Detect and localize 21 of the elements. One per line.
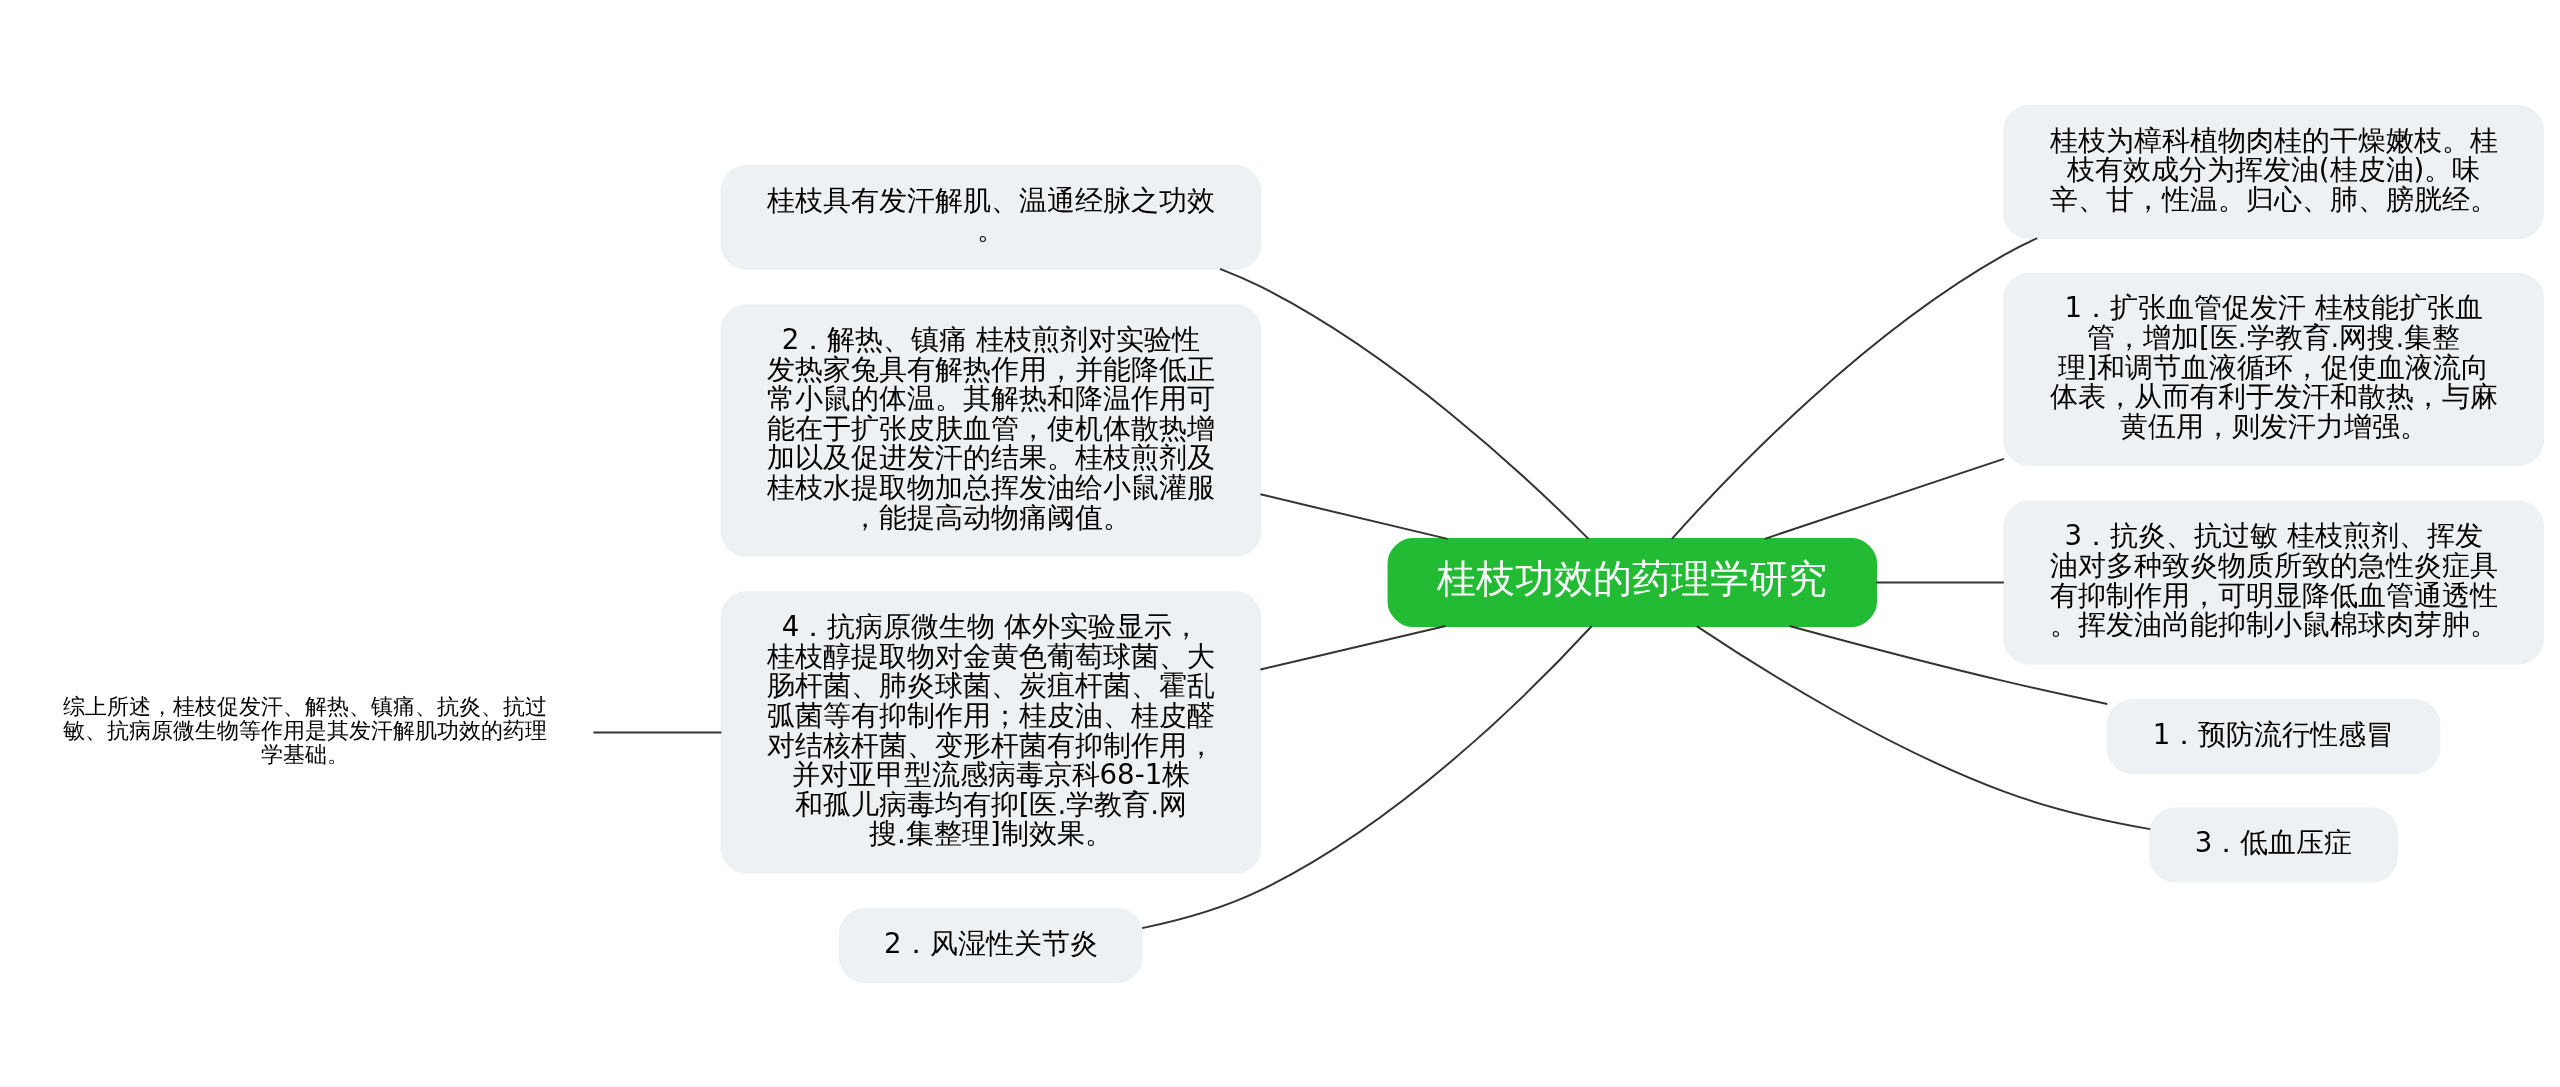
connector (1141, 624, 1593, 929)
connector (592, 730, 723, 733)
connector (1788, 624, 2109, 705)
node-box: 桂枝为樟科植物肉桂的干燥嫩枝。桂枝有效成分为挥发油(桂皮油)。味辛、甘，性温。归心、肺、膀胱经。 (2003, 104, 2544, 239)
node-box: 3．抗炎、抗过敏 桂枝煎剂、挥发油对多种致炎物质所致的急性炎症具有抑制作用，可明显降低血管通透性。挥发油尚能抑制小鼠棉球肉芽肿。 (2003, 500, 2544, 664)
connector (1695, 624, 2152, 830)
node-box: 桂枝功效的药理学研究 (1387, 537, 1877, 627)
connector (1763, 457, 2005, 540)
node-box: 1．预防流行性感冒 (2106, 698, 2441, 774)
node-box: 3．低血压症 (2149, 806, 2398, 882)
node-box: 1．扩张血管促发汗 桂枝能扩张血管，增加[医.学教育.网搜.集整理]和调节血液循环，促使血液流向体表，从而有利于发汗和散热，与麻黄伍用，则发汗力增强。 (2003, 272, 2544, 466)
node-text: 综上所述，桂枝促发汗、解热、镇痛、抗炎、抗过敏、抗病原微生物等作用是其发汗解肌功效的药理学基础。 (63, 693, 548, 767)
connector (1875, 581, 2005, 583)
connector (1259, 492, 1449, 540)
node-box: 2．解热、镇痛 桂枝煎剂对实验性发热家兔具有解热作用，并能降低正常小鼠的体温。其解热和降温作用可能在于扩张皮肤血管，使机体散热增加以及促进发汗的结果。桂枝煎剂及桂枝水提取物加总挥发油给小鼠灌服，能提高动物痛阈值。 (720, 303, 1262, 557)
connector (1259, 624, 1447, 670)
node-box: 桂枝具有发汗解肌、温通经脉之功效。 (720, 164, 1262, 270)
connector (1670, 236, 2039, 540)
node-box: 2．风湿性关节炎 (838, 907, 1143, 983)
connector (1219, 267, 1590, 540)
node-box: 4．抗病原微生物 体外实验显示，桂枝醇提取物对金黄色葡萄球菌、大肠杆菌、肺炎球菌、炭疽杆菌、霍乱弧菌等有抑制作用；桂皮油、桂皮醛对结核杆菌、变形杆菌有抑制作用，并对亚甲型流感病毒京科68-1株和孤儿病毒均有抑[医.学教育.网搜.集整理]制效果。 (720, 590, 1262, 874)
